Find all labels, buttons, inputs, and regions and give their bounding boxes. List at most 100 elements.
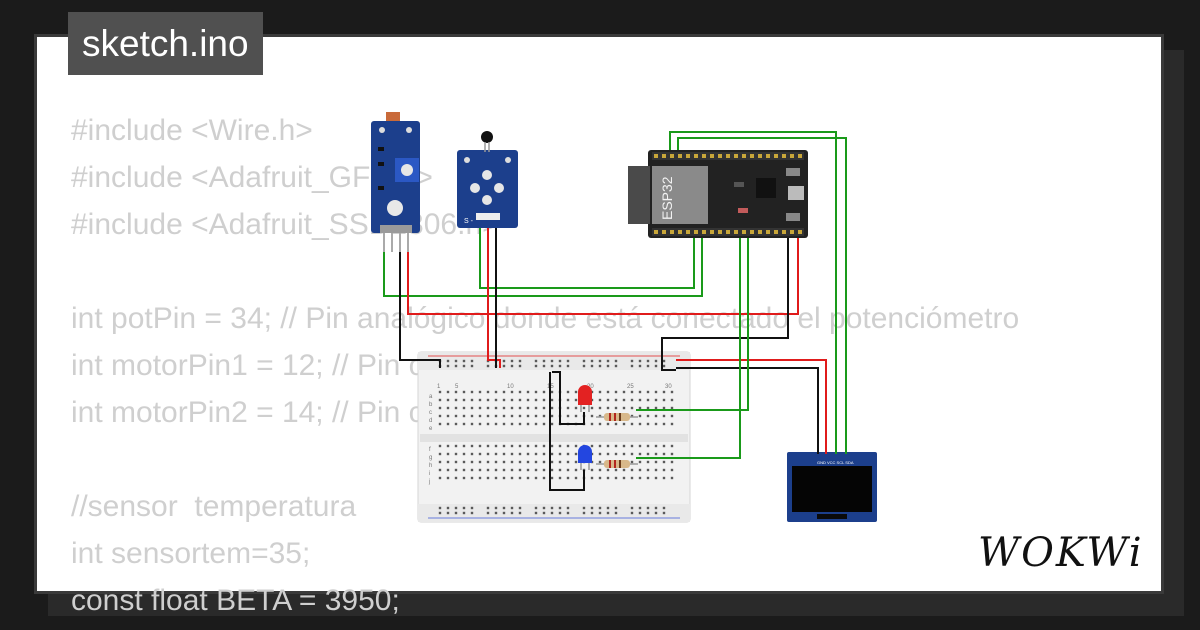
breadboard-hole	[462, 476, 466, 480]
breadboard-hole	[646, 460, 650, 464]
breadboard-hole	[526, 422, 530, 426]
breadboard-rail-hole	[630, 511, 634, 515]
breadboard-hole	[622, 444, 626, 448]
breadboard-rail-hole	[558, 506, 562, 510]
breadboard-hole	[502, 468, 506, 472]
breadboard-hole	[606, 468, 610, 472]
breadboard-hole	[534, 422, 538, 426]
breadboard-hole	[510, 406, 514, 410]
wire-green	[636, 238, 749, 411]
breadboard-hole	[486, 398, 490, 402]
breadboard-hole	[438, 444, 442, 448]
resistor	[596, 413, 638, 421]
breadboard-hole	[598, 460, 602, 464]
breadboard-rail-hole	[582, 364, 586, 368]
breadboard-hole	[638, 390, 642, 394]
breadboard-rail-hole	[662, 364, 666, 368]
esp32-pin	[790, 230, 794, 234]
breadboard-hole	[462, 390, 466, 394]
esp32-pin	[750, 154, 754, 158]
breadboard-hole	[534, 452, 538, 456]
breadboard-hole	[598, 444, 602, 448]
breadboard-hole	[654, 444, 658, 448]
breadboard-rail-hole	[438, 506, 442, 510]
breadboard-hole	[470, 444, 474, 448]
breadboard-hole	[614, 398, 618, 402]
breadboard-hole	[654, 414, 658, 418]
breadboard-rail-hole	[662, 506, 666, 510]
breadboard-hole	[486, 460, 490, 464]
breadboard-hole	[550, 390, 554, 394]
breadboard-hole	[670, 398, 674, 402]
breadboard-hole	[638, 452, 642, 456]
breadboard-hole	[598, 414, 602, 418]
breadboard-hole	[502, 460, 506, 464]
wire-green	[677, 137, 847, 454]
esp32-pin	[774, 230, 778, 234]
breadboard-hole	[486, 406, 490, 410]
breadboard-hole	[542, 414, 546, 418]
ldr-sensor-module[interactable]	[371, 112, 420, 252]
breadboard-hole	[566, 414, 570, 418]
breadboard-hole	[558, 468, 562, 472]
breadboard-rail-hole	[614, 364, 618, 368]
breadboard-rail-hole	[638, 359, 642, 363]
breadboard-hole	[470, 390, 474, 394]
breadboard-hole	[670, 452, 674, 456]
code-line: int sensortem=35;	[71, 537, 311, 570]
breadboard-hole	[590, 422, 594, 426]
breadboard-hole	[518, 444, 522, 448]
breadboard-rail-hole	[502, 359, 506, 363]
resistor	[596, 460, 638, 468]
blue-led[interactable]	[578, 445, 592, 470]
breadboard-hole	[598, 476, 602, 480]
breadboard-hole	[438, 476, 442, 480]
breadboard-rail-hole	[534, 364, 538, 368]
breadboard-hole	[518, 398, 522, 402]
breadboard-hole	[462, 460, 466, 464]
breadboard-rail-hole	[510, 364, 514, 368]
esp32-pin	[718, 230, 722, 234]
breadboard-hole	[670, 468, 674, 472]
oled-display[interactable]: GND VCC SCL SDA	[787, 452, 877, 522]
breadboard-hole	[518, 452, 522, 456]
breadboard-hole	[574, 460, 578, 464]
ntc-temperature-module[interactable]: S -	[457, 131, 518, 228]
breadboard-hole	[590, 406, 594, 410]
esp32-pin	[670, 154, 674, 158]
breadboard-hole	[630, 460, 634, 464]
esp32-board[interactable]: ESP32	[628, 150, 808, 238]
breadboard-hole	[630, 398, 634, 402]
breadboard-hole	[518, 468, 522, 472]
breadboard-rail-hole	[502, 364, 506, 368]
breadboard-rail-hole	[582, 511, 586, 515]
breadboard-hole	[574, 452, 578, 456]
esp32-pin	[710, 154, 714, 158]
breadboard-hole	[446, 398, 450, 402]
breadboard-hole	[638, 414, 642, 418]
red-led[interactable]	[578, 385, 592, 412]
breadboard-hole	[606, 452, 610, 456]
breadboard-hole	[614, 476, 618, 480]
breadboard-hole	[494, 444, 498, 448]
breadboard-hole	[526, 398, 530, 402]
esp32-pin	[702, 230, 706, 234]
breadboard-hole	[542, 390, 546, 394]
breadboard-rail-hole	[518, 359, 522, 363]
esp32-pin	[798, 154, 802, 158]
breadboard-rail-hole	[646, 364, 650, 368]
breadboard-hole	[478, 390, 482, 394]
breadboard-hole	[662, 476, 666, 480]
breadboard-rail-hole	[486, 506, 490, 510]
code-line: int potPin = 34; // Pin analógico donde …	[71, 302, 1020, 335]
breadboard-hole	[486, 444, 490, 448]
bb-col-label: 25	[627, 384, 634, 390]
esp32-pin	[758, 154, 762, 158]
breadboard-rail-hole	[614, 511, 618, 515]
breadboard-rail-hole	[558, 511, 562, 515]
breadboard-hole	[566, 390, 570, 394]
bb-col-label: 5	[455, 384, 459, 390]
breadboard-hole	[470, 414, 474, 418]
oled-pin-labels: GND VCC SCL SDA	[817, 460, 854, 465]
breadboard-rail-hole	[462, 506, 466, 510]
